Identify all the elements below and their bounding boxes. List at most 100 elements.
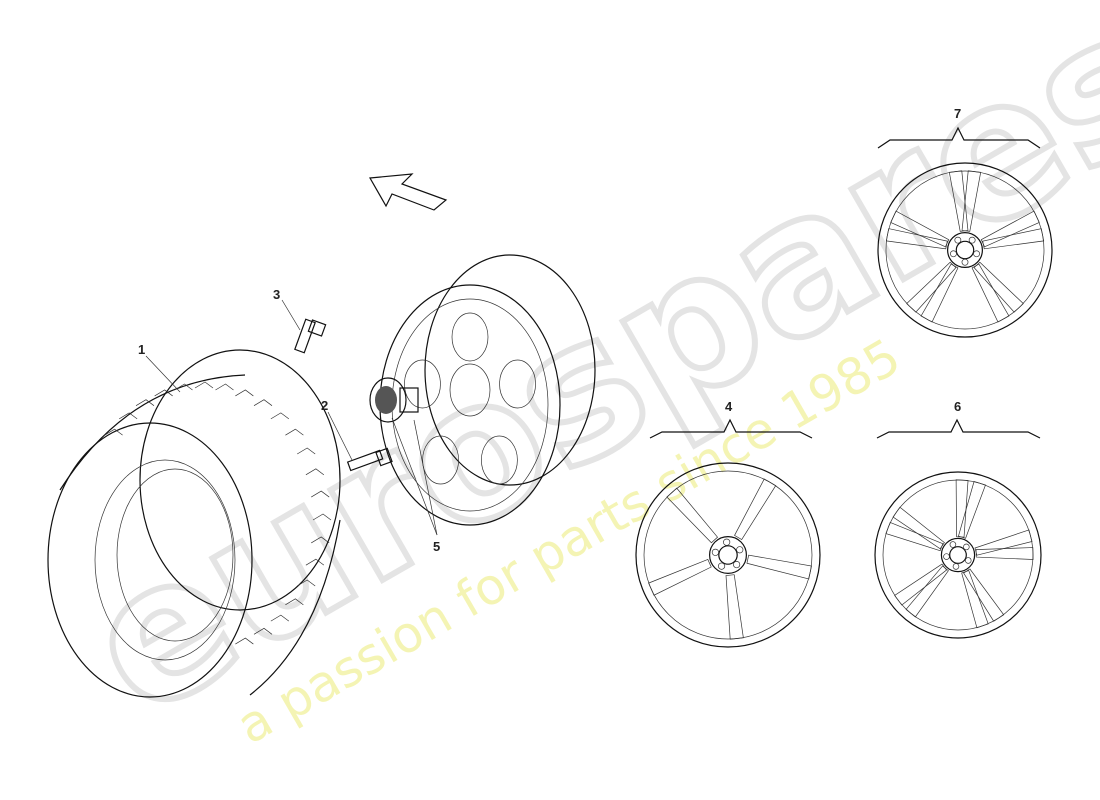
wheel-spoke: [980, 210, 1040, 248]
rim-window: [481, 435, 518, 485]
tire-tread: [305, 558, 325, 566]
lug-hole: [723, 538, 731, 546]
wheel-spoke: [746, 554, 812, 580]
lug-hole: [943, 553, 950, 560]
tire-tread: [270, 412, 290, 420]
wheel-spoke: [971, 263, 1010, 323]
tire-tread: [285, 598, 304, 606]
tire-tread: [285, 428, 304, 436]
tire-tread: [104, 428, 123, 436]
tire-tread: [194, 381, 214, 389]
wheel-hub: [940, 537, 976, 573]
wheel-rim: [874, 471, 1042, 639]
tire-tread: [118, 412, 138, 420]
wheel-spoke: [973, 261, 1024, 313]
tire-tread: [235, 637, 254, 645]
wheel-spoke: [955, 479, 969, 538]
rim-window: [422, 435, 459, 485]
lug-hole: [736, 546, 744, 554]
wheel-spoke: [894, 563, 948, 606]
wheel-spoke: [885, 521, 944, 552]
wheel-rim-inner: [882, 479, 1034, 631]
lug-hole: [968, 236, 976, 244]
wheel-rim-inner: [885, 170, 1045, 330]
wheel-hub: [946, 232, 983, 269]
callout-2: 2: [321, 398, 328, 413]
lug-hole: [733, 561, 741, 569]
lug-hole: [973, 250, 980, 258]
callout-5: 5: [433, 539, 440, 554]
tire-tread: [215, 383, 234, 391]
tire-tread: [311, 490, 330, 498]
wheel-spoke: [906, 261, 957, 313]
arrow-up-left-icon: [369, 173, 448, 211]
bracket-7: [877, 126, 1041, 149]
tire-tread: [305, 468, 325, 476]
wheel-rim: [635, 462, 821, 648]
wheel-spoke: [961, 570, 989, 629]
wheel-spoke: [961, 170, 982, 232]
wheel-spoke: [982, 228, 1045, 250]
tire-tread: [253, 399, 273, 406]
tire: [47, 349, 341, 698]
wheel-variant-6: [874, 471, 1042, 639]
wheel-spoke: [948, 170, 969, 232]
tire-tread: [312, 513, 332, 521]
tire-tread: [253, 627, 273, 635]
bracket-4: [649, 418, 813, 439]
lug-hole: [961, 258, 969, 266]
lug-hole: [950, 250, 957, 258]
leader-lines: [145, 299, 438, 536]
lug-hole: [952, 563, 960, 570]
wheel-spoke: [725, 574, 744, 640]
wheel-center-bore: [955, 240, 975, 260]
rim-window: [404, 359, 441, 409]
rim-window: [499, 359, 536, 409]
wheel-spoke: [975, 547, 1034, 560]
lug-hole: [954, 236, 962, 244]
tire-tread: [297, 447, 316, 455]
wheel-bolt-long: [346, 447, 393, 472]
lug-hole: [949, 541, 957, 548]
wheel-center-bore: [949, 546, 967, 564]
lug-hole: [717, 562, 726, 570]
wheel-variant-7: [877, 162, 1053, 338]
wheel-spoke: [892, 506, 945, 550]
lug-hole: [711, 548, 719, 556]
wheel-spoke: [963, 568, 1005, 622]
wheel-spoke: [958, 481, 986, 539]
wheel-spoke: [890, 210, 950, 248]
wheel-spoke: [905, 565, 949, 618]
rim-rear-view: [379, 254, 596, 526]
tire-tread: [297, 579, 316, 587]
tire-tread: [154, 389, 173, 397]
bracket-6: [876, 418, 1041, 439]
wheel-rim: [877, 162, 1053, 338]
wheel-spoke: [920, 263, 959, 323]
lug-hole: [965, 557, 972, 564]
wheel-hub: [708, 535, 747, 574]
tire-tread: [311, 536, 330, 544]
hub-cap: [369, 377, 419, 423]
rim-window: [451, 312, 489, 362]
tire-tread: [235, 389, 254, 397]
tire-tread: [270, 614, 290, 622]
callout-7: 7: [954, 106, 961, 121]
wheel-variant-4: [635, 462, 821, 648]
lug-hole: [963, 543, 970, 551]
callout-1: 1: [138, 342, 145, 357]
callout-6: 6: [954, 399, 961, 414]
tire-tread: [135, 399, 155, 406]
wheel-bolt-short: [294, 318, 327, 354]
wheel-spoke: [666, 487, 719, 544]
wheel-center-bore: [718, 545, 738, 565]
callout-4: 4: [725, 399, 733, 414]
callout-3: 3: [273, 287, 280, 302]
wheel-spoke: [648, 559, 712, 596]
wheel-rim-inner: [643, 470, 813, 640]
wheel-spoke: [734, 478, 777, 541]
wheel-spoke: [885, 228, 948, 250]
wheel-spoke: [974, 529, 1033, 556]
